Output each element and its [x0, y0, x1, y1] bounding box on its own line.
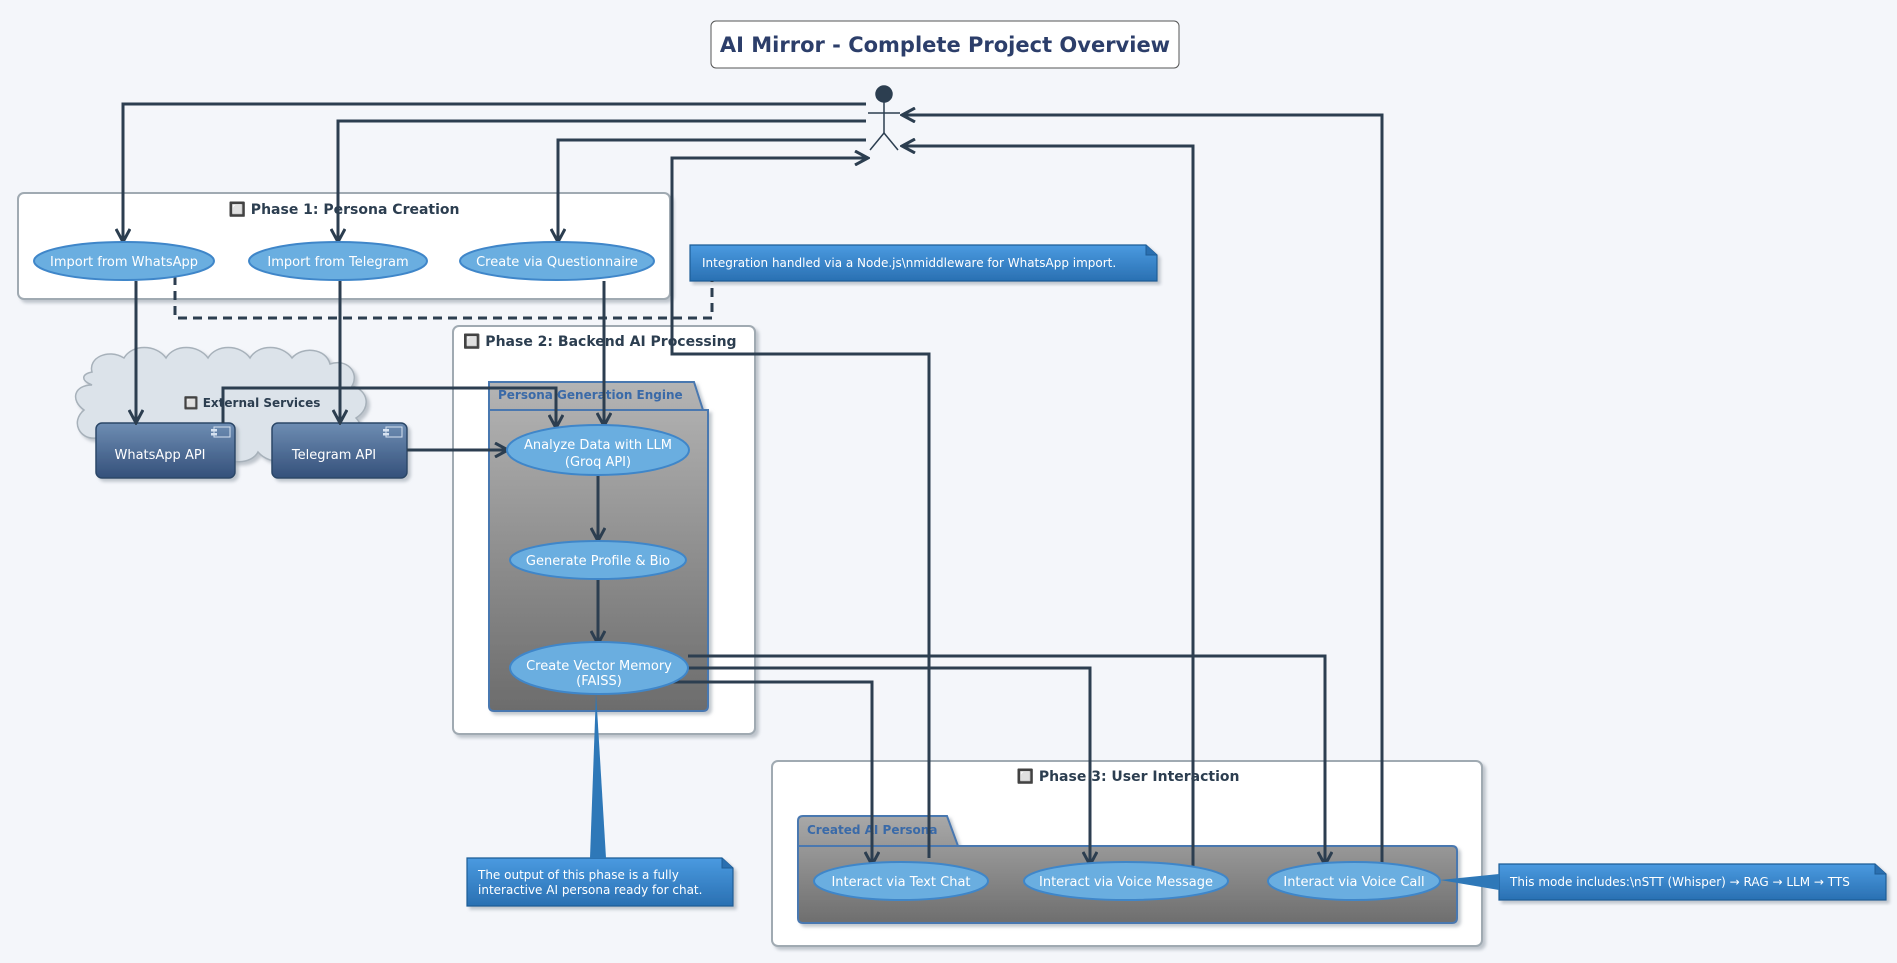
- edge-vector-to-voice-message: [688, 666, 1090, 865]
- engine-package-label: Persona Generation Engine: [498, 388, 683, 402]
- edge-voice-call-to-actor: [902, 115, 1384, 866]
- edge-whatsapp-api-to-analyze: [221, 386, 556, 428]
- edge-actor-to-questionnaire: [558, 138, 866, 242]
- phase-1-label: 🔲 Phase 1: Persona Creation: [229, 201, 460, 218]
- phase-output-note-line1: The output of this phase is a fully: [477, 868, 679, 882]
- usecase-voice-message[interactable]: Interact via Voice Message: [1023, 861, 1229, 901]
- edge-text-chat-to-actor: [670, 158, 931, 858]
- usecase-import-whatsapp-label: Import from WhatsApp: [50, 255, 198, 270]
- edge-vector-to-voice-call: [688, 654, 1325, 865]
- usecase-questionnaire-label: Create via Questionnaire: [476, 255, 638, 270]
- edge-actor-to-telegram: [338, 119, 866, 242]
- phase-output-note: The output of this phase is a fully inte…: [466, 857, 734, 907]
- external-services-label: 🔲 External Services: [184, 396, 321, 410]
- usecase-text-chat-label: Interact via Text Chat: [831, 875, 970, 890]
- integration-note: Integration handled via a Node.js\nmiddl…: [689, 244, 1158, 282]
- note-tail-phase-output: [590, 692, 606, 858]
- integration-note-text: Integration handled via a Node.js\nmiddl…: [702, 256, 1116, 270]
- telegram-api-component[interactable]: Telegram API: [271, 422, 408, 479]
- voice-mode-note-text: This mode includes:\nSTT (Whisper) → RAG…: [1509, 875, 1850, 889]
- usecase-vector-line2: (FAISS): [576, 674, 622, 689]
- usecase-voice-call[interactable]: Interact via Voice Call: [1267, 861, 1441, 901]
- title-box: AI Mirror - Complete Project Overview: [710, 20, 1180, 69]
- edge-vector-to-text-chat: [673, 680, 872, 865]
- usecase-text-chat[interactable]: Interact via Text Chat: [813, 861, 989, 901]
- usecase-import-whatsapp[interactable]: Import from WhatsApp: [33, 241, 215, 281]
- phase-output-note-line2: interactive AI persona ready for chat.: [478, 883, 702, 897]
- usecase-voice-message-label: Interact via Voice Message: [1039, 875, 1213, 890]
- usecase-generate-profile[interactable]: Generate Profile & Bio: [509, 540, 687, 580]
- note-tail-voice-mode: [1440, 874, 1499, 890]
- usecase-import-telegram[interactable]: Import from Telegram: [248, 241, 428, 281]
- edges: [123, 102, 1384, 866]
- edge-actor-to-whatsapp: [123, 102, 866, 242]
- whatsapp-api-label: WhatsApp API: [114, 448, 205, 463]
- usecase-generate-profile-label: Generate Profile & Bio: [526, 554, 670, 569]
- usecase-voice-call-label: Interact via Voice Call: [1283, 875, 1424, 890]
- usecase-analyze-data[interactable]: Analyze Data with LLM (Groq API): [506, 424, 690, 476]
- usecase-analyze-line2: (Groq API): [565, 455, 631, 470]
- edge-voice-message-to-actor: [902, 146, 1195, 866]
- page-title: AI Mirror - Complete Project Overview: [720, 33, 1170, 57]
- voice-mode-note: This mode includes:\nSTT (Whisper) → RAG…: [1498, 863, 1887, 901]
- usecase-questionnaire[interactable]: Create via Questionnaire: [459, 241, 655, 281]
- user-actor-icon: [868, 85, 900, 151]
- integration-note-link: [173, 276, 714, 320]
- usecase-analyze-line1: Analyze Data with LLM: [524, 438, 672, 453]
- telegram-api-label: Telegram API: [291, 448, 376, 463]
- usecase-vector-memory[interactable]: Create Vector Memory (FAISS): [509, 641, 689, 695]
- usecase-import-telegram-label: Import from Telegram: [267, 255, 408, 270]
- phase-2-label: 🔲 Phase 2: Backend AI Processing: [463, 333, 737, 350]
- usecase-vector-line1: Create Vector Memory: [526, 659, 672, 674]
- whatsapp-api-component[interactable]: WhatsApp API: [95, 422, 236, 479]
- phase-3-label: 🔲 Phase 3: User Interaction: [1017, 768, 1240, 785]
